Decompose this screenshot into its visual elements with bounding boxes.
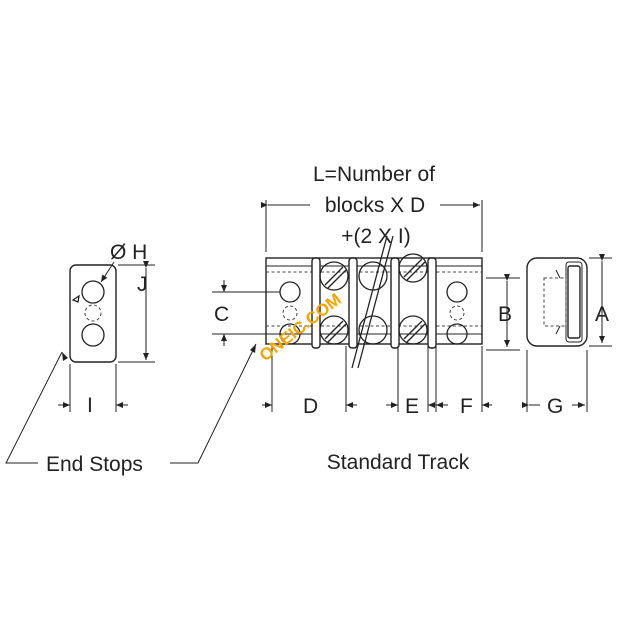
screw-terminals (319, 253, 428, 345)
label-e: E (405, 395, 419, 418)
label-diameter-h: Ø H (110, 241, 147, 264)
label-standard-track: Standard Track (327, 451, 470, 474)
label-a: A (595, 303, 609, 326)
label-i: I (87, 394, 93, 417)
label-g: G (547, 395, 563, 418)
label-c: C (214, 303, 229, 326)
label-f: F (460, 395, 473, 418)
label-d: D (303, 395, 318, 418)
standard-track-view (212, 200, 520, 412)
end-stops-leaders (5, 343, 257, 464)
label-length-line2: blocks X D (325, 194, 425, 217)
label-end-stops: End Stops (46, 453, 143, 476)
side-profile-view (522, 254, 612, 412)
label-length-line1: L=Number of (313, 163, 435, 186)
label-length-line3: +(2 X I) (341, 225, 410, 248)
end-stop-view (58, 261, 155, 412)
label-j: J (137, 273, 148, 296)
label-b: B (498, 303, 512, 326)
